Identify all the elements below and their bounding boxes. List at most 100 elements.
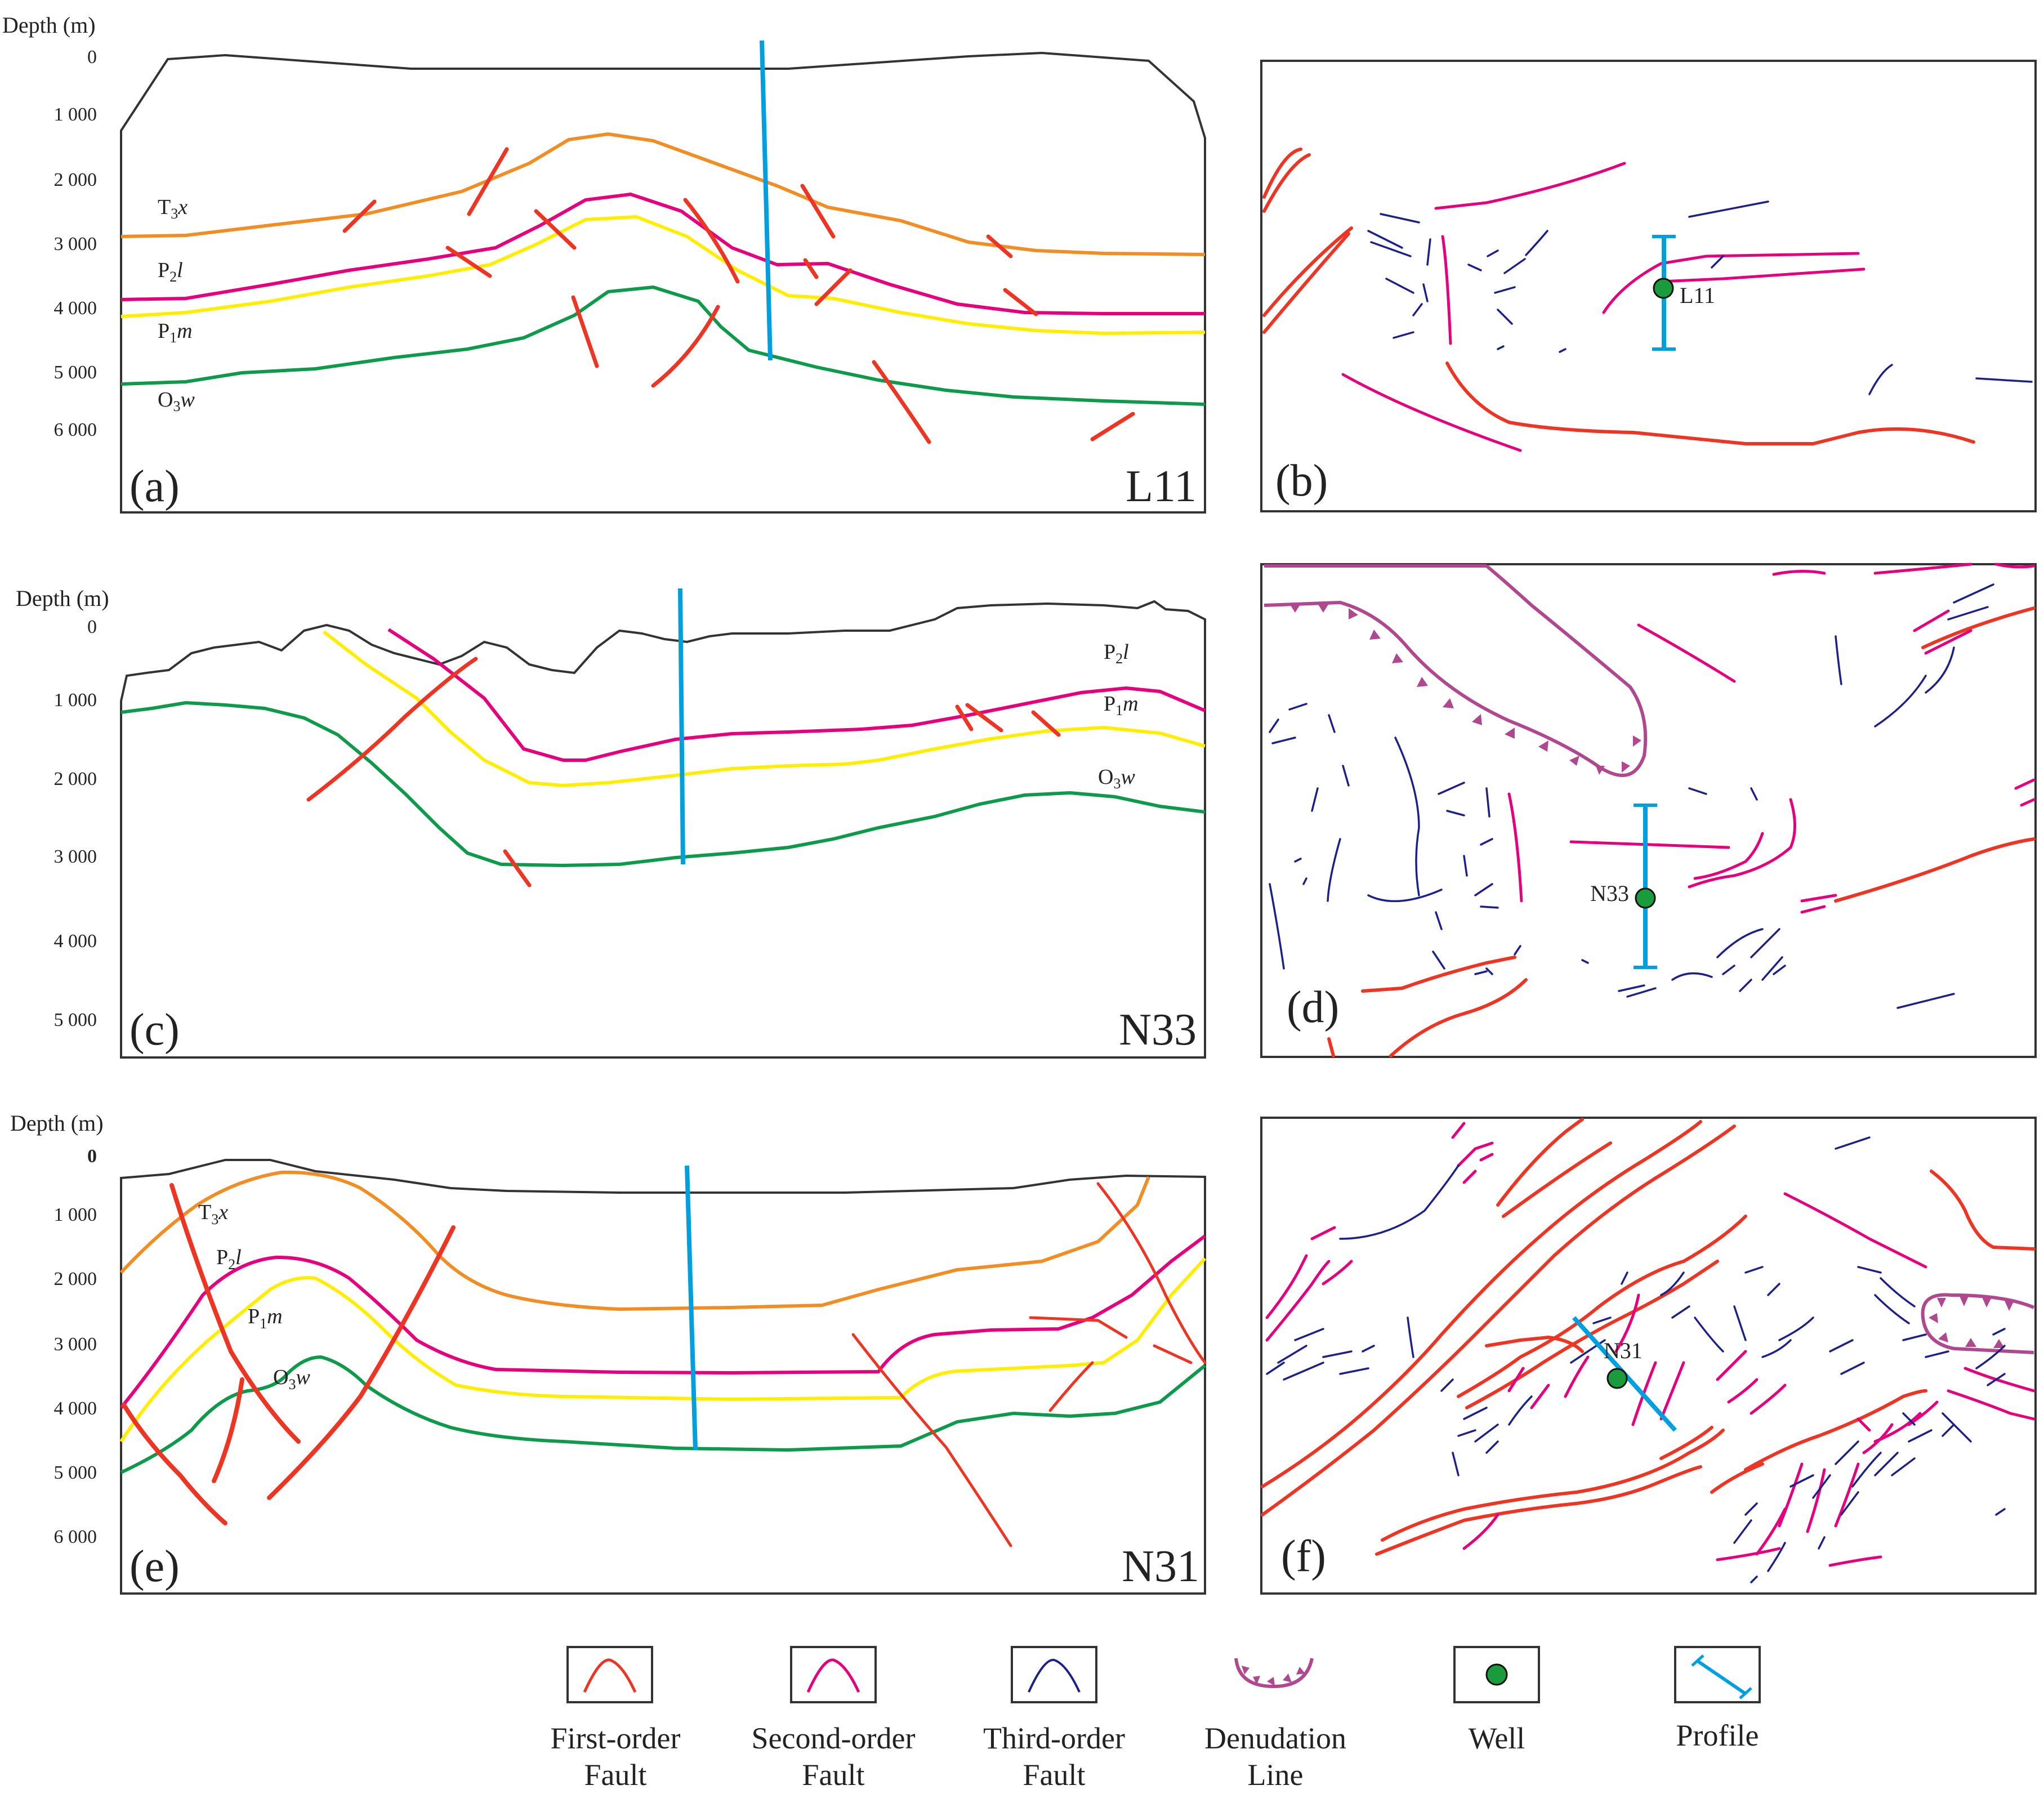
profile-well-line-c <box>678 588 685 865</box>
first-order-faults-a <box>342 147 1135 444</box>
well-marker-d <box>1635 887 1656 909</box>
denudation-line-f <box>1921 1293 2035 1354</box>
panel-c-cross-section: Depth (m) 0 1 000 2 000 3 000 4 000 5 00… <box>16 586 1206 1059</box>
svg-text:P1m: P1m <box>248 1305 283 1332</box>
panel-label-a: (a) <box>130 462 180 511</box>
depth-ticks-c: 0 1 000 2 000 3 000 4 000 5 000 <box>54 617 97 1030</box>
legend-item-denudation-line: Denudation Line <box>1204 1658 1346 1792</box>
legend-item-second-order-fault: Second-order Fault <box>752 1646 916 1792</box>
panel-f-fault-map: N31 (f) <box>1260 1117 2037 1595</box>
well-label-d: N33 <box>1590 881 1629 906</box>
horizon-O3w-e <box>120 1355 1206 1474</box>
depth-axis-title-e: Depth (m) <box>10 1110 104 1136</box>
horizon-T3x-e <box>119 1170 1150 1311</box>
legend-label: Fault <box>802 1758 864 1792</box>
depth-tick: 4 000 <box>54 931 97 952</box>
section-frame-e <box>120 1159 1206 1595</box>
svg-text:O3w: O3w <box>273 1365 310 1393</box>
horizon-P1m-c <box>323 630 1206 788</box>
section-well-name-a: L11 <box>1126 462 1197 511</box>
horizon-T3x-a <box>121 132 1206 256</box>
depth-tick: 6 000 <box>54 1527 97 1547</box>
first-order-faults-b <box>1262 148 1975 445</box>
svg-text:T3x: T3x <box>158 195 188 222</box>
layer-label-a-2: P1m <box>158 319 193 346</box>
svg-text:O3w: O3w <box>1098 765 1135 792</box>
svg-text:O3w: O3w <box>158 388 195 414</box>
panel-label-d: (d) <box>1287 983 1339 1032</box>
layer-label-a-0: T3x <box>158 195 188 222</box>
depth-tick: 3 000 <box>54 846 97 867</box>
svg-text:P1m: P1m <box>158 319 193 346</box>
depth-tick: 0 <box>87 617 97 637</box>
depth-tick: 1 000 <box>54 104 97 125</box>
depth-axis-title-a: Depth (m) <box>2 12 96 38</box>
depth-tick: 4 000 <box>54 298 97 319</box>
third-order-faults-f <box>1266 1136 2006 1583</box>
profile-well-line-e <box>685 1165 698 1451</box>
panel-label-e: (e) <box>130 1542 180 1591</box>
svg-text:P2l: P2l <box>216 1246 242 1273</box>
depth-tick: 4 000 <box>54 1398 97 1419</box>
svg-text:P2l: P2l <box>1104 640 1129 667</box>
layer-label-a-1: P2l <box>158 258 183 285</box>
legend-label: Second-order <box>752 1721 916 1755</box>
depth-tick: 1 000 <box>54 690 97 711</box>
panel-a-cross-section: Depth (m) 0 1 000 2 000 3 000 4 000 5 00… <box>2 12 1206 514</box>
layer-label-c-1: P1m <box>1104 692 1139 718</box>
second-order-faults-f <box>1265 1122 2036 1567</box>
horizon-P1m-a <box>121 215 1206 336</box>
panel-label-f: (f) <box>1281 1532 1326 1581</box>
horizon-P2l-e <box>119 1234 1206 1409</box>
depth-tick: 2 000 <box>54 769 97 789</box>
section-frame-c <box>120 600 1206 1059</box>
legend-label: Third-order <box>983 1721 1125 1755</box>
third-order-faults-b <box>1367 200 2033 395</box>
map-frame-d <box>1260 563 2037 1058</box>
svg-text:T3x: T3x <box>198 1200 228 1228</box>
depth-tick: 1 000 <box>54 1204 97 1225</box>
layer-label-a-3: O3w <box>158 388 195 414</box>
layer-label-c-2: O3w <box>1098 765 1135 792</box>
depth-tick: 3 000 <box>54 234 97 255</box>
profile-well-line-a <box>760 40 773 361</box>
denudation-teeth-d <box>1289 604 1641 775</box>
depth-tick: 0 <box>87 1146 97 1167</box>
well-label-f: N31 <box>1604 1338 1643 1363</box>
depth-tick: 2 000 <box>54 1269 97 1289</box>
first-order-faults-e <box>122 1182 1207 1547</box>
depth-tick: 3 000 <box>54 1334 97 1355</box>
layer-label-c-0: P2l <box>1104 640 1129 667</box>
denudation-line-d-1 <box>1264 564 1648 777</box>
panel-d-fault-map: N33 (d) <box>1260 563 2037 1058</box>
section-well-name-e: N31 <box>1122 1542 1199 1591</box>
well-label-b: L11 <box>1680 283 1715 308</box>
depth-tick: 5 000 <box>54 362 97 383</box>
map-frame-f <box>1260 1117 2037 1595</box>
map-frame-b <box>1260 60 2037 512</box>
horizon-P2l-a <box>121 192 1205 315</box>
legend-label: Well <box>1469 1721 1525 1755</box>
horizon-O3w-a <box>121 285 1206 406</box>
depth-tick: 0 <box>87 47 97 68</box>
depth-ticks-a: 0 1 000 2 000 3 000 4 000 5 000 6 000 <box>54 47 97 440</box>
layer-label-e-1: P2l <box>216 1246 242 1273</box>
depth-axis-title-c: Depth (m) <box>16 586 109 611</box>
first-order-faults-d <box>1327 606 2036 1057</box>
second-order-faults-d <box>1507 563 2036 914</box>
panel-e-cross-section: Depth (m) 0 1 000 2 000 3 000 4 000 5 00… <box>10 1110 1207 1595</box>
third-order-faults-d <box>1269 583 1994 1009</box>
horizon-P1m-e <box>119 1257 1207 1443</box>
legend-item-well: Well <box>1453 1646 1540 1755</box>
legend-label: First-order <box>551 1721 681 1755</box>
legend-item-first-order-fault: First-order Fault <box>551 1646 681 1792</box>
panel-label-c: (c) <box>130 1005 180 1055</box>
layer-label-e-3: O3w <box>273 1365 310 1393</box>
denudation-teeth-f <box>1929 1296 2014 1348</box>
section-frame-a <box>120 51 1206 514</box>
first-order-faults-c <box>306 657 1061 887</box>
well-marker-f <box>1606 1368 1628 1389</box>
depth-tick: 2 000 <box>54 169 97 190</box>
legend: First-order Fault Second-order Fault Thi… <box>551 1646 1761 1792</box>
